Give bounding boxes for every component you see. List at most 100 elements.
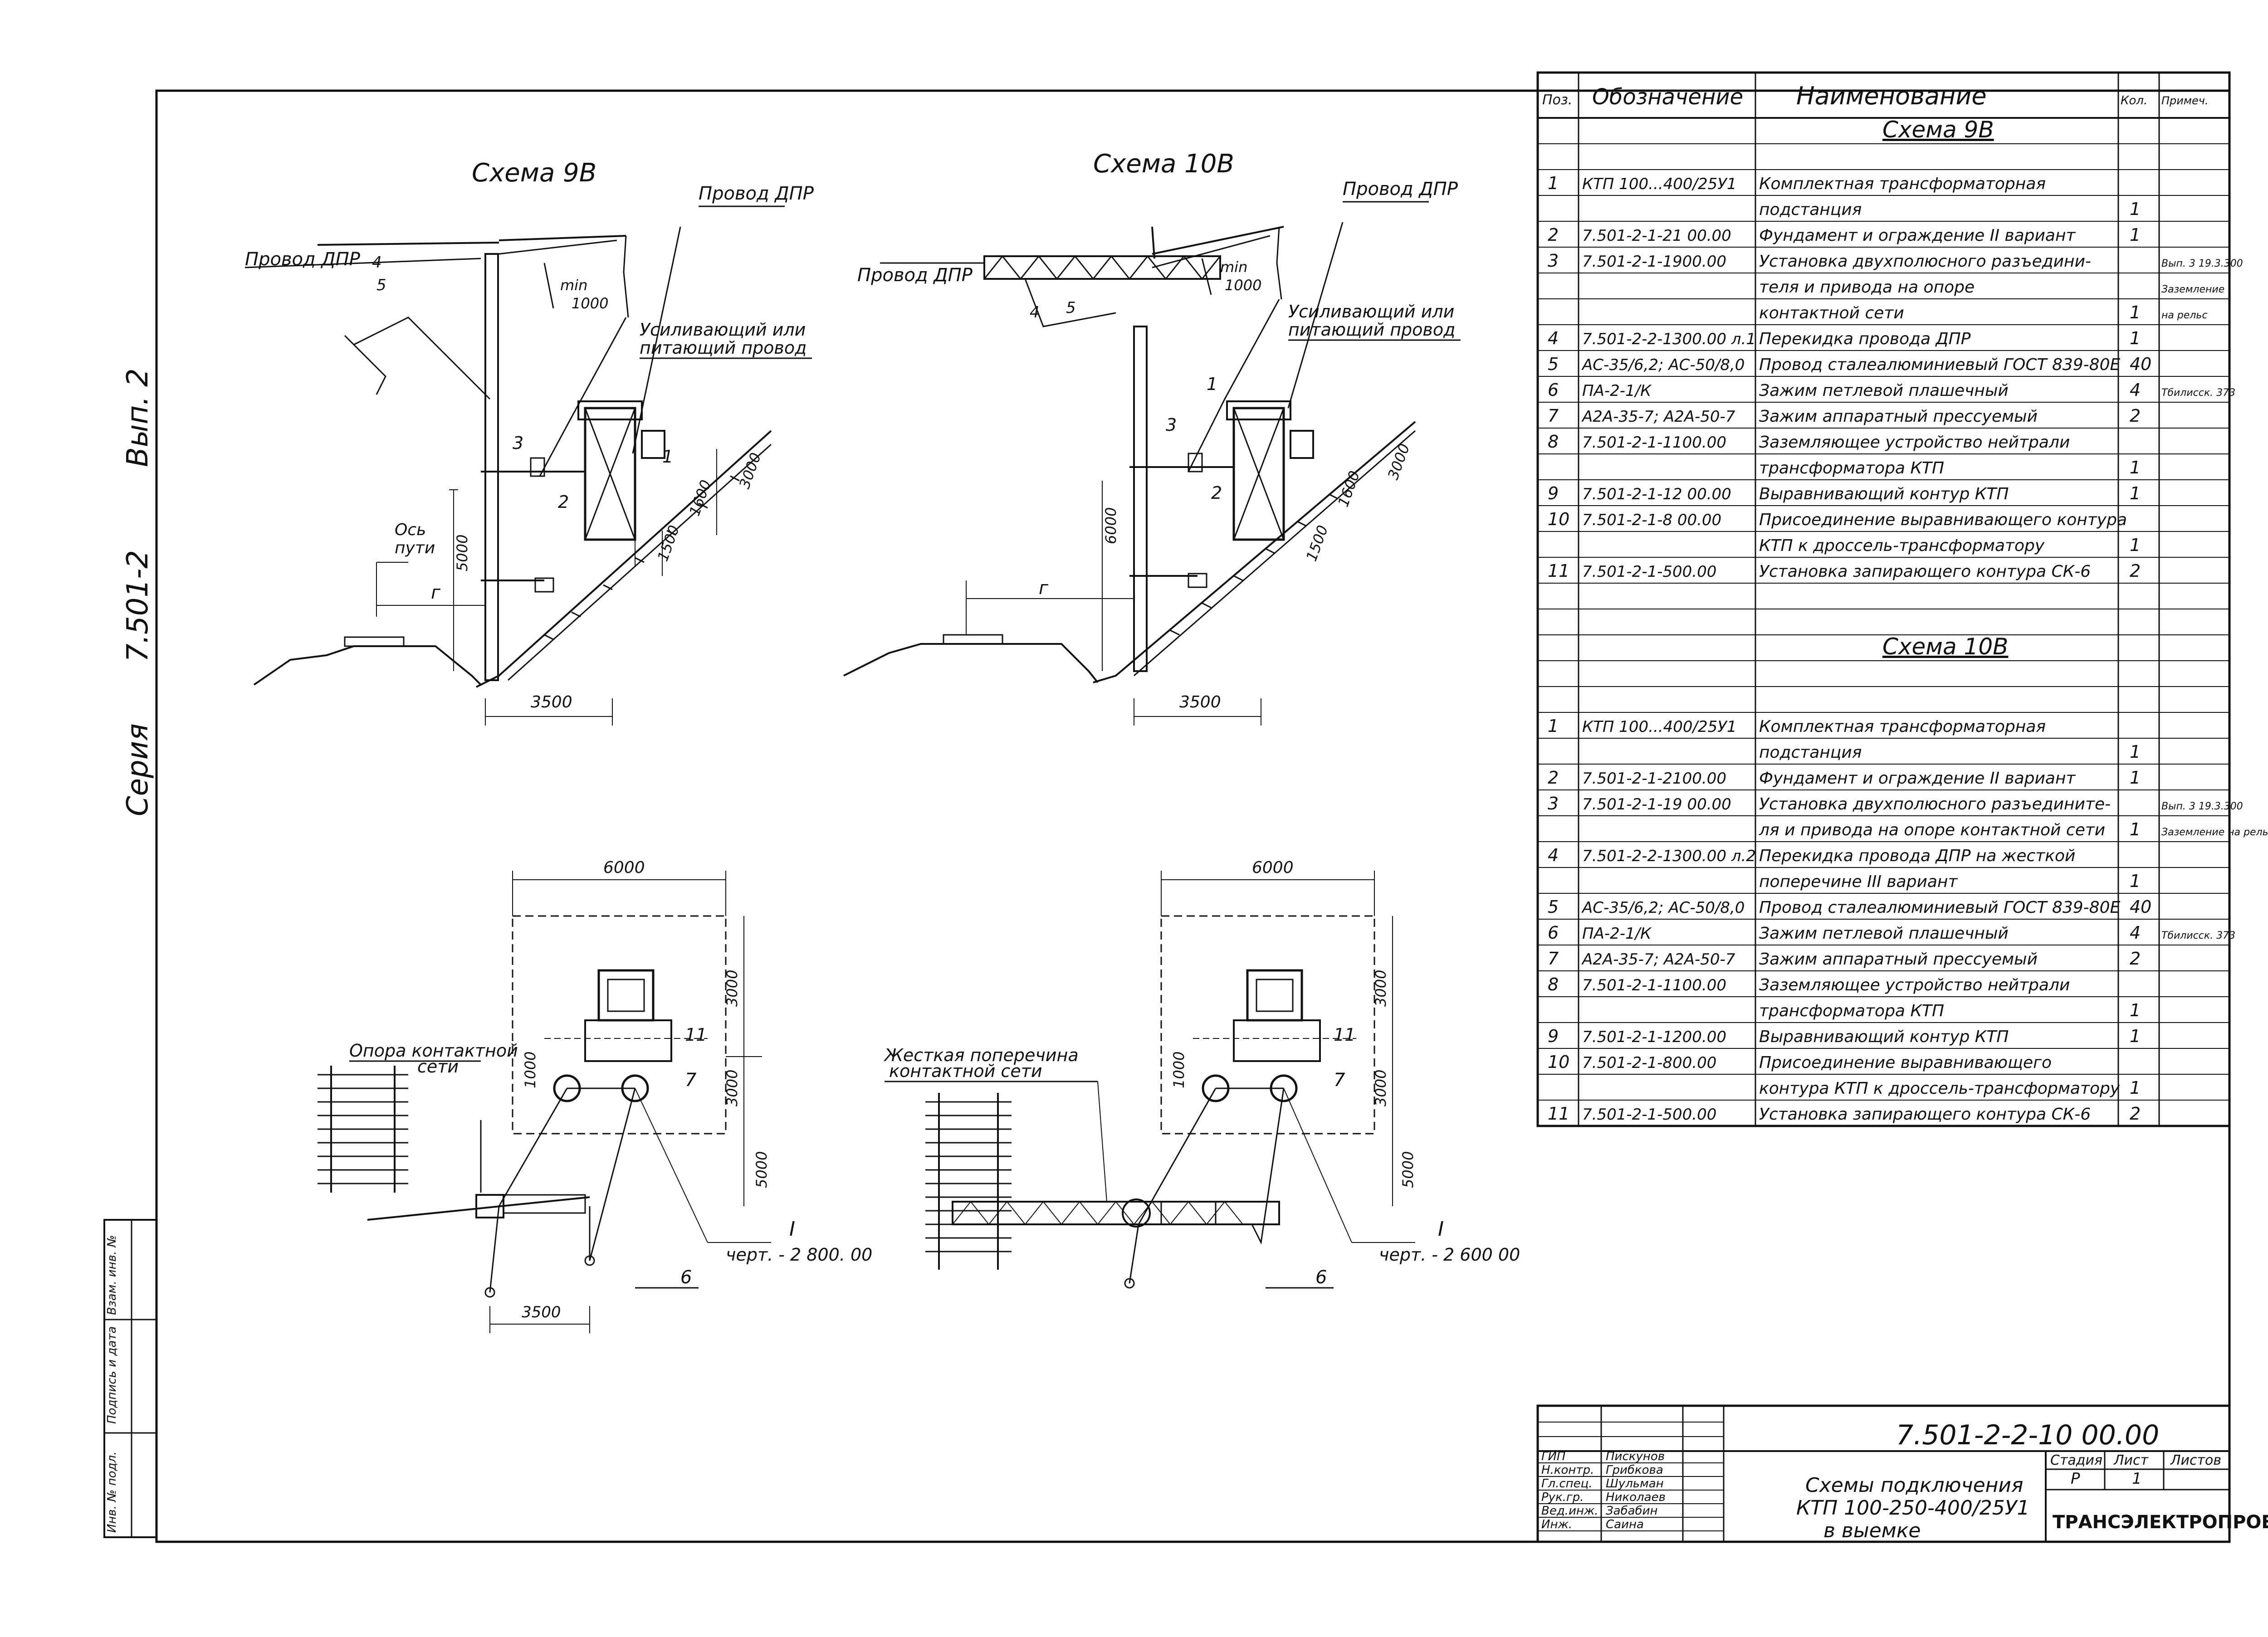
role-name: Шульман [1606, 1477, 1664, 1491]
spec-cell-name: Заземляющее устройство нейтрали [1759, 433, 2070, 452]
spec-cell-code: АС-35/6,2; АС-50/8,0 [1581, 356, 1745, 374]
spec-cell-pos: 7 [1548, 949, 1559, 969]
spec-cell-name: Выравнивающий контур КТП [1759, 485, 2009, 503]
s9-label-dpr-left: Провод ДПР [245, 249, 361, 270]
spec-cell-pos: 11 [1548, 1104, 1569, 1124]
spec-cell-qty: 1 [2130, 1078, 2141, 1098]
spec-cell-name: Провод сталеалюминиевый ГОСТ 839-80Е [1759, 356, 2120, 374]
p10-dim-6000: 6000 [1252, 858, 1294, 877]
spec-cell-qty: 2 [2130, 406, 2141, 426]
spec-cell-note: Тбилисск. 373 [2161, 930, 2235, 941]
s10-dim-6000: 6000 [1102, 507, 1119, 544]
s10-min: min [1220, 258, 1247, 276]
spec-cell-code: 7.501-2-1-8 00.00 [1582, 511, 1721, 529]
spec-cell-qty: 1 [2130, 742, 2141, 762]
spec-cell-qty: 1 [2130, 871, 2141, 891]
spec-cell-qty: 1 [2130, 328, 2141, 348]
spec-cell-name: Заземляющее устройство нейтрали [1759, 976, 2070, 994]
p10-n11: 11 [1334, 1025, 1355, 1045]
spec-cell-pos: 4 [1548, 845, 1559, 865]
spec-cell-note: на рельс [2161, 310, 2207, 321]
spec-cell-code: 7.501-2-1-2100.00 [1582, 770, 1726, 788]
spec-cell-code: 7.501-2-1-1100.00 [1582, 976, 1726, 994]
s10-n3: 3 [1166, 415, 1177, 435]
s9-axis-l2: пути [395, 539, 435, 557]
spec-cell-note: Вып. 3 19.3.300 [2161, 258, 2243, 269]
stamp-replace-inv: Взам. инв. № [105, 1235, 119, 1315]
s9-dim-3000: 3000 [736, 450, 765, 491]
spec-cell-pos: 1 [1548, 716, 1559, 736]
spec-cell-note: Вып. 3 19.3.300 [2161, 801, 2243, 812]
organization: ТРАНСЭЛЕКТРОПРОЕКТ [2053, 1512, 2268, 1533]
spec-cell-note: Тбилисск. 373 [2161, 387, 2235, 399]
left-stamp: Инв. № подл. Подпись и дата Взам. инв. № [103, 1219, 157, 1538]
spec-cell-name: Комплектная трансформаторная [1759, 175, 2046, 193]
spec-cell-qty: 1 [2130, 535, 2141, 555]
s10-label-dpr-left: Провод ДПР [857, 265, 973, 286]
spec-cell-qty: 2 [2130, 561, 2141, 581]
spec-cell-qty: 40 [2130, 354, 2151, 374]
sheet-label: Лист [2113, 1452, 2149, 1468]
scheme-9b-elevation: Схема 9В [244, 158, 814, 726]
spec-cell-name: Установка двухполюсного разъедините- [1759, 795, 2111, 814]
spec-cell-pos: 11 [1548, 561, 1569, 581]
spec-cell-pos: 4 [1548, 328, 1559, 348]
spec-cell-qty: 1 [2130, 225, 2141, 245]
spec-cell-name: Зажим аппаратный прессуемый [1759, 407, 2038, 426]
p10-dim-3000b: 3000 [1372, 1070, 1389, 1106]
p9-ref-drawing: черт. - 2 800. 00 [726, 1245, 872, 1265]
spec-cell-name: контактной сети [1759, 304, 1904, 322]
s10-n1: 1 [1207, 374, 1217, 394]
s9-dim-5000: 5000 [454, 535, 471, 571]
role-name: Пискунов [1606, 1450, 1665, 1463]
p9-support-l1: Опора контактной [349, 1041, 518, 1061]
s9-n3: 3 [513, 433, 523, 453]
spec-cell-pos: 7 [1548, 406, 1559, 426]
s9-dim-1600: 1600 [686, 477, 715, 518]
p10-dim-5000: 5000 [1399, 1151, 1417, 1188]
spec-cell-qty: 2 [2130, 949, 2141, 969]
role-label: ГИП [1541, 1450, 1566, 1463]
spec-cell-code: 7.501-2-1-21 00.00 [1582, 227, 1731, 245]
plan-9b: 6000 3000 3000 5000 1000 3500 Опора конт… [318, 858, 872, 1333]
spec-cell-pos: 1 [1548, 173, 1559, 193]
spec-cell-name: контура КТП к дроссель-трансформатору [1759, 1079, 2120, 1098]
p9-dim-3000a: 3000 [723, 970, 741, 1007]
s10-feeder-l2: питающий провод [1288, 320, 1455, 340]
spec-cell-code: 7.501-2-1-19 00.00 [1582, 795, 1731, 814]
spec-cell-name: Зажим аппаратный прессуемый [1759, 950, 2038, 969]
spec-cell-code: ПА-2-1/К [1582, 925, 1652, 943]
spec-cell-code: 7.501-2-1-500.00 [1582, 1106, 1716, 1124]
role-name: Грибкова [1606, 1463, 1663, 1477]
spec-cell-pos: 9 [1548, 483, 1559, 503]
spec-cell-name: Присоединение выравнивающего контура [1759, 511, 2127, 529]
s10-dim-1600: 1600 [1334, 468, 1364, 509]
spec-cell-qty: 4 [2130, 380, 2141, 400]
scheme-10b-elevation: Схема 10В Провод ДПР [843, 149, 1461, 726]
spec-cell-qty: 1 [2130, 302, 2141, 322]
p9-support-l2: сети [417, 1057, 459, 1077]
spec-header-pos: Поз. [1542, 92, 1572, 108]
p9-dim-6000: 6000 [603, 858, 645, 877]
p9-n7: 7 [685, 1070, 697, 1091]
s9-feeder-l1: Усиливающий или [640, 320, 806, 340]
spec-cell-pos: 10 [1548, 509, 1569, 529]
spec-cell-name: Комплектная трансформаторная [1759, 717, 2046, 736]
spec-cell-qty: 1 [2130, 1026, 2141, 1046]
spec-cell-name: КТП к дроссель-трансформатору [1759, 536, 2045, 555]
s10-dim-3000: 3000 [1384, 441, 1413, 482]
p10-n7: 7 [1334, 1070, 1345, 1091]
spec-cell-pos: 6 [1548, 923, 1559, 943]
doc-code: 7.501-2-2-10 00.00 [1896, 1419, 2159, 1451]
spec-cell-code: 7.501-2-1-800.00 [1582, 1054, 1716, 1072]
spec-cell-qty: 4 [2130, 923, 2141, 943]
spec-cell-code: 7.501-2-1-1100.00 [1582, 434, 1726, 452]
s9-n4: 4 [372, 253, 382, 272]
spec-cell-name: Установка двухполюсного разъедини- [1759, 252, 2091, 271]
stage-label: Стадия [2050, 1452, 2102, 1468]
spec-cell-name: Установка запирающего контура СК-6 [1759, 1105, 2091, 1124]
p10-n6: 6 [1315, 1267, 1327, 1288]
spec-cell-name: ля и привода на опоре контактной сети [1759, 821, 2105, 839]
title-line-3: в выемке [1823, 1519, 1921, 1542]
spec-cell-name: подстанция [1759, 200, 1862, 219]
